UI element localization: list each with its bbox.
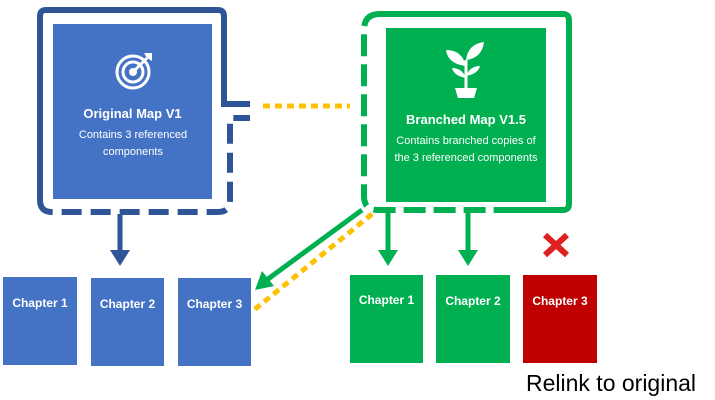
original-map-description: Contains 3 referenced components (78, 129, 188, 158)
x-mark-icon (542, 232, 570, 258)
original-map-frame (37, 7, 250, 215)
relink-caption: Relink to original (526, 370, 697, 396)
original-chapter-2-label: Chapter 2 (99, 297, 156, 311)
branched-chapter-2-label: Chapter 2 (445, 294, 501, 308)
original-map-arrow (110, 214, 130, 266)
branched-map-description: Contains branched copies of the 3 refere… (394, 135, 538, 164)
branched-map-title: Branched Map V1.5 (406, 112, 526, 127)
dotted-relink-line (252, 212, 374, 312)
original-chapter-1-box[interactable] (3, 277, 77, 365)
branched-map-frame (361, 11, 572, 213)
plant-sprout-icon (446, 42, 484, 98)
branched-chapter-1-label: Chapter 1 (358, 293, 415, 307)
branch-to-original-chapter-arrow (255, 207, 364, 290)
original-chapter-3-box[interactable] (178, 278, 251, 366)
branched-chapter-1-box[interactable] (350, 275, 423, 363)
branched-map-box[interactable] (386, 28, 546, 202)
removed-chapter-3-label: Chapter 3 (532, 294, 588, 308)
original-chapter-3-label: Chapter 3 (186, 297, 243, 311)
removed-chapter-3-box[interactable] (523, 275, 597, 363)
branched-chapter2-arrow (458, 212, 478, 266)
branched-chapter1-arrow (378, 212, 398, 266)
original-chapter-1-label: Chapter 1 (12, 296, 68, 310)
branched-chapter-2-box[interactable] (436, 275, 510, 363)
original-chapter-2-box[interactable] (91, 278, 164, 366)
original-map-title: Original Map V1 (83, 106, 182, 121)
target-icon (115, 53, 152, 90)
original-map-box[interactable] (53, 24, 212, 199)
